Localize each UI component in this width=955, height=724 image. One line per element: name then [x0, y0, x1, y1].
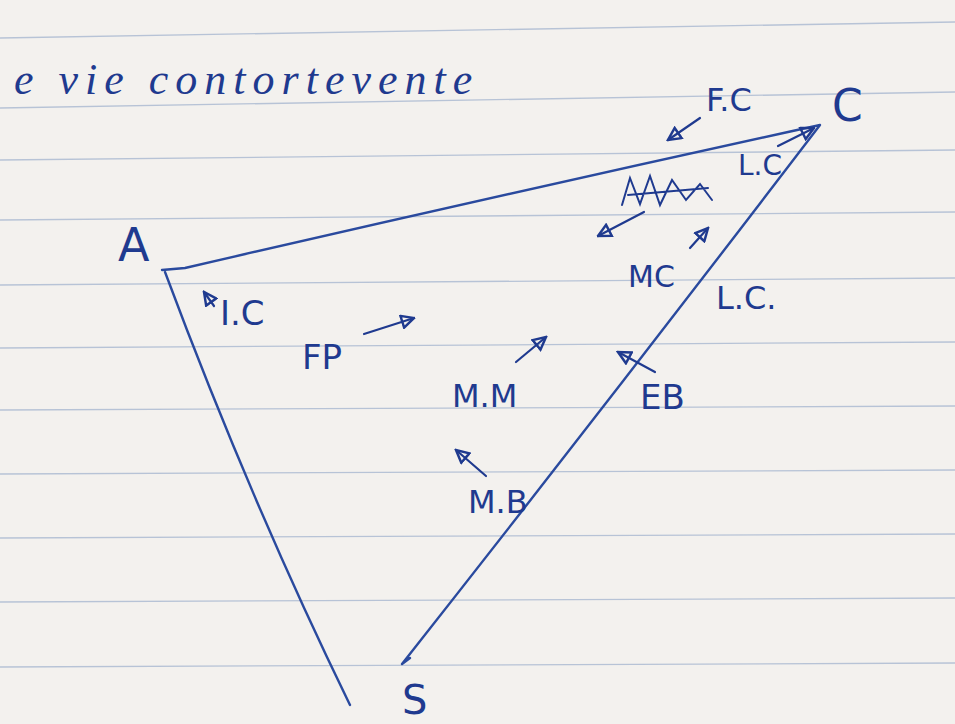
- force-label: F.C: [706, 84, 752, 116]
- force-arrows: [204, 118, 814, 476]
- force-label: M.M: [452, 380, 517, 412]
- handwritten-note: e vie contortevente: [14, 58, 479, 102]
- force-label: FP: [302, 340, 342, 374]
- force-label: MC: [628, 262, 675, 292]
- ruled-lines: [0, 22, 955, 667]
- force-label: I.C: [220, 296, 265, 330]
- vertex-letter: C: [832, 84, 863, 128]
- crossed-out-scribble: [622, 176, 712, 205]
- force-label: L.C: [738, 152, 782, 180]
- force-label: M.B: [468, 486, 528, 518]
- vertex-letter: S: [402, 680, 427, 720]
- force-label: L.C.: [716, 282, 777, 314]
- force-label: EB: [640, 380, 685, 414]
- vertex-letter: A: [118, 222, 149, 268]
- triangle-outline: [162, 125, 820, 705]
